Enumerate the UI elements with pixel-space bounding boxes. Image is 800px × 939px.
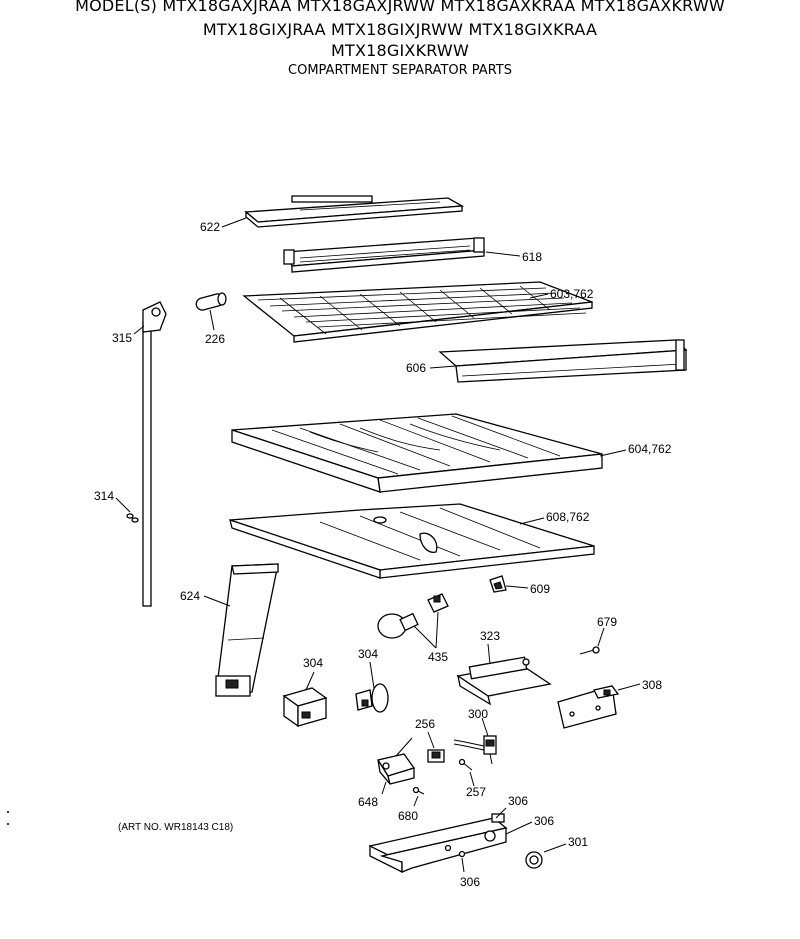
- callout-648: 648: [358, 795, 378, 809]
- leader-308: [617, 683, 641, 691]
- callout-680: 680: [398, 809, 418, 823]
- callout-435: 435: [428, 650, 448, 664]
- leader-301: [543, 843, 567, 853]
- part-679-screw: [579, 646, 600, 655]
- leader-304-left: [305, 671, 315, 691]
- callout-226: 226: [205, 332, 225, 346]
- callout-618: 618: [522, 250, 542, 264]
- callout-606: 606: [406, 361, 426, 375]
- leader-300: [481, 717, 489, 737]
- leader-323: [487, 643, 491, 665]
- leader-304-right: [369, 661, 375, 689]
- leader-226: [209, 309, 215, 331]
- callout-609: 609: [530, 582, 550, 596]
- part-257-screw: [458, 758, 473, 771]
- leader-606: [429, 365, 457, 369]
- leader-609: [505, 585, 529, 589]
- callout-315: 315: [112, 331, 132, 345]
- part-608-separator: [229, 503, 595, 579]
- part-315-rod: [142, 301, 167, 607]
- callout-604: 604,762: [628, 442, 672, 456]
- model-list-line-2: MTX18GIXJRAA MTX18GIXJRWW MTX18GIXKRAA: [202, 20, 598, 39]
- callout-304-right: 304: [358, 647, 378, 661]
- part-603-shelf: [242, 281, 593, 343]
- diagram-title: COMPARTMENT SEPARATOR PARTS: [288, 63, 512, 78]
- leader-624: [203, 595, 231, 607]
- part-323-housing: [456, 656, 552, 706]
- part-606-trim: [438, 339, 688, 383]
- leader-306-bottom: [461, 857, 465, 873]
- model-list-line-1: MODEL(S) MTX18GAXJRAA MTX18GAXJRWW MTX18…: [75, 0, 725, 15]
- callout-603: 603,762: [550, 287, 594, 301]
- leader-680: [413, 795, 419, 807]
- leader-608: [519, 517, 545, 525]
- part-300-switch: [453, 735, 497, 765]
- part-304-knob: [355, 683, 389, 713]
- scan-specks: [7, 811, 9, 825]
- leader-435: [413, 611, 439, 649]
- leader-256: [427, 731, 435, 749]
- callout-622: 622: [200, 220, 220, 234]
- art-number: (ART NO. WR18143 C18): [118, 822, 233, 833]
- part-609-bracket: [489, 575, 507, 593]
- leader-306-top: [495, 807, 507, 819]
- leader-679: [597, 627, 605, 647]
- part-314-screw: [126, 513, 139, 523]
- leader-257: [469, 771, 475, 787]
- part-624-duct: [215, 563, 279, 697]
- leader-648: [381, 781, 387, 795]
- callout-306-bottom: 306: [460, 875, 480, 889]
- callout-304-left: 304: [303, 656, 323, 670]
- part-680-screw: [412, 786, 425, 795]
- leader-618: [485, 251, 521, 257]
- part-618-bracket: [283, 237, 486, 273]
- leader-306-right: [505, 821, 533, 835]
- callout-679: 679: [597, 615, 617, 629]
- leader-314: [115, 497, 131, 513]
- callout-306-right: 306: [534, 814, 554, 828]
- leader-604: [599, 449, 627, 457]
- callout-257: 257: [466, 785, 486, 799]
- leader-622: [221, 217, 247, 228]
- callout-256: 256: [415, 717, 435, 731]
- callout-323: 323: [480, 629, 500, 643]
- callout-624: 624: [180, 589, 200, 603]
- callout-306-top: 306: [508, 794, 528, 808]
- callout-300: 300: [468, 707, 488, 721]
- callout-308: 308: [642, 678, 662, 692]
- leader-315: [133, 325, 145, 335]
- part-622-cover: [244, 195, 465, 228]
- part-301-knob: [525, 851, 543, 869]
- callout-314: 314: [94, 489, 114, 503]
- part-304-left: [282, 687, 328, 728]
- part-306-housing: [368, 813, 508, 874]
- callout-301: 301: [568, 835, 588, 849]
- part-604-separator: [231, 413, 603, 493]
- callout-608: 608,762: [546, 510, 590, 524]
- part-308-plate: [557, 685, 620, 729]
- model-list-line-3: MTX18GIXKRWW: [331, 41, 469, 60]
- part-256-connector: [427, 749, 445, 763]
- part-226-clip: [195, 292, 227, 311]
- part-648-timer: [376, 737, 416, 785]
- part-435-bulb: [377, 593, 449, 639]
- leader-603: [529, 293, 549, 299]
